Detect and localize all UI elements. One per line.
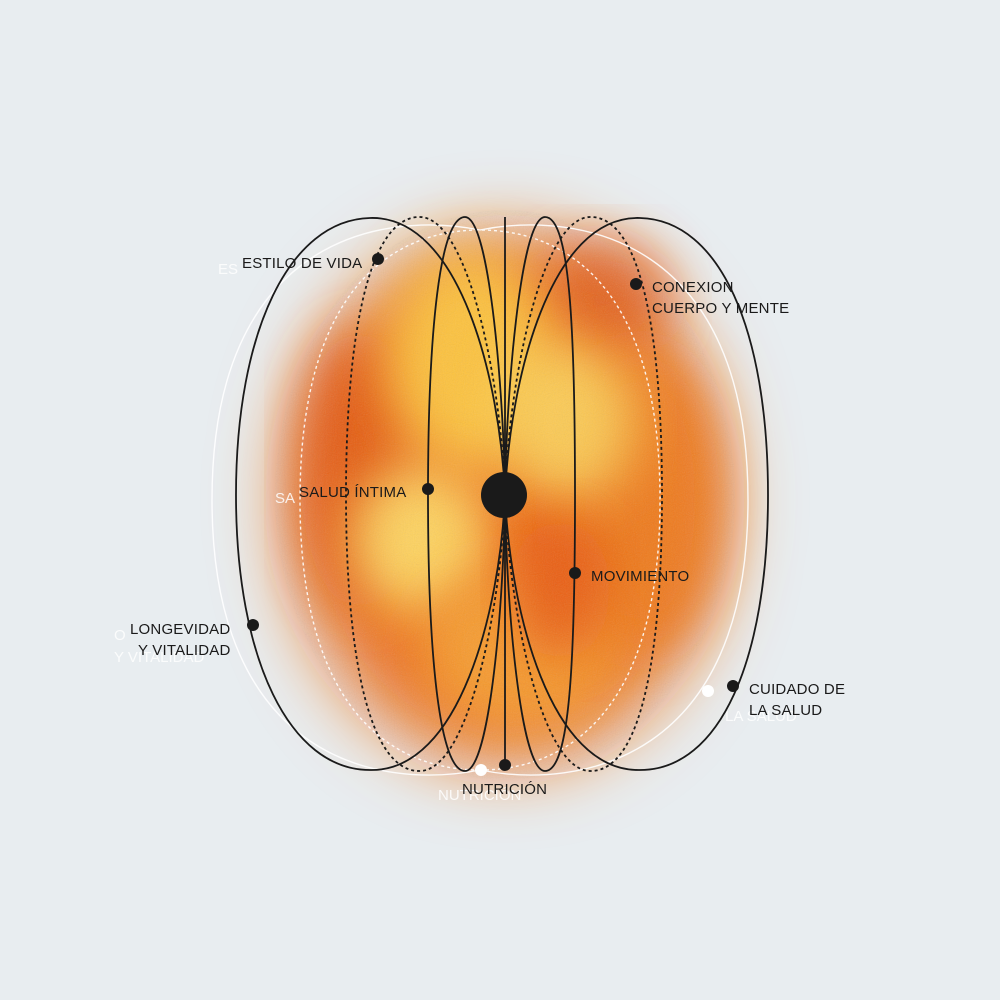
node-movimiento: [569, 567, 581, 579]
node-salud-intima: [422, 483, 434, 495]
svg-text:ES: ES: [218, 261, 238, 278]
label-longevidad-line1: LONGEVIDAD: [130, 621, 230, 638]
field-line-inner-right: [504, 216, 576, 772]
label-salud-intima: SALUD ÍNTIMA: [299, 484, 406, 501]
label-estilo-de-vida: ESTILO DE VIDA: [242, 255, 362, 272]
label-conexion-line1: CONEXION: [652, 279, 734, 296]
label-conexion-line2: CUERPO Y MENTE: [652, 300, 789, 317]
field-line-outer-left: [235, 217, 506, 771]
orange-glow: [275, 210, 735, 780]
svg-text:NUTRICIÓN: NUTRICIÓN: [438, 787, 521, 804]
node-nutricion: [499, 759, 511, 771]
ghost-field-lines: [211, 224, 749, 776]
ghost-labels: ES SA O Y VITALIDAD LA SALUD NUTRICIÓN: [114, 261, 797, 804]
label-cuidado-line2: LA SALUD: [749, 702, 822, 719]
field-line-dashed-left: [345, 216, 506, 772]
node-conexion: [630, 278, 642, 290]
nodes: [247, 253, 739, 771]
label-cuidado-line1: CUIDADO DE: [749, 681, 845, 698]
svg-text:LA SALUD: LA SALUD: [725, 708, 797, 725]
node-cuidado: [727, 680, 739, 692]
label-nutricion: NUTRICIÓN: [462, 781, 547, 798]
label-longevidad-line2: Y VITALIDAD: [138, 642, 231, 659]
node-estilo-de-vida: [372, 253, 384, 265]
svg-text:O: O: [114, 627, 126, 644]
svg-text:SA: SA: [275, 490, 295, 507]
field-line-outer-right: [504, 217, 769, 771]
core-node: [481, 472, 527, 518]
label-movimiento: MOVIMIENTO: [591, 568, 689, 585]
node-longevidad: [247, 619, 259, 631]
svg-text:Y VITALIDAD: Y VITALIDAD: [114, 649, 204, 666]
